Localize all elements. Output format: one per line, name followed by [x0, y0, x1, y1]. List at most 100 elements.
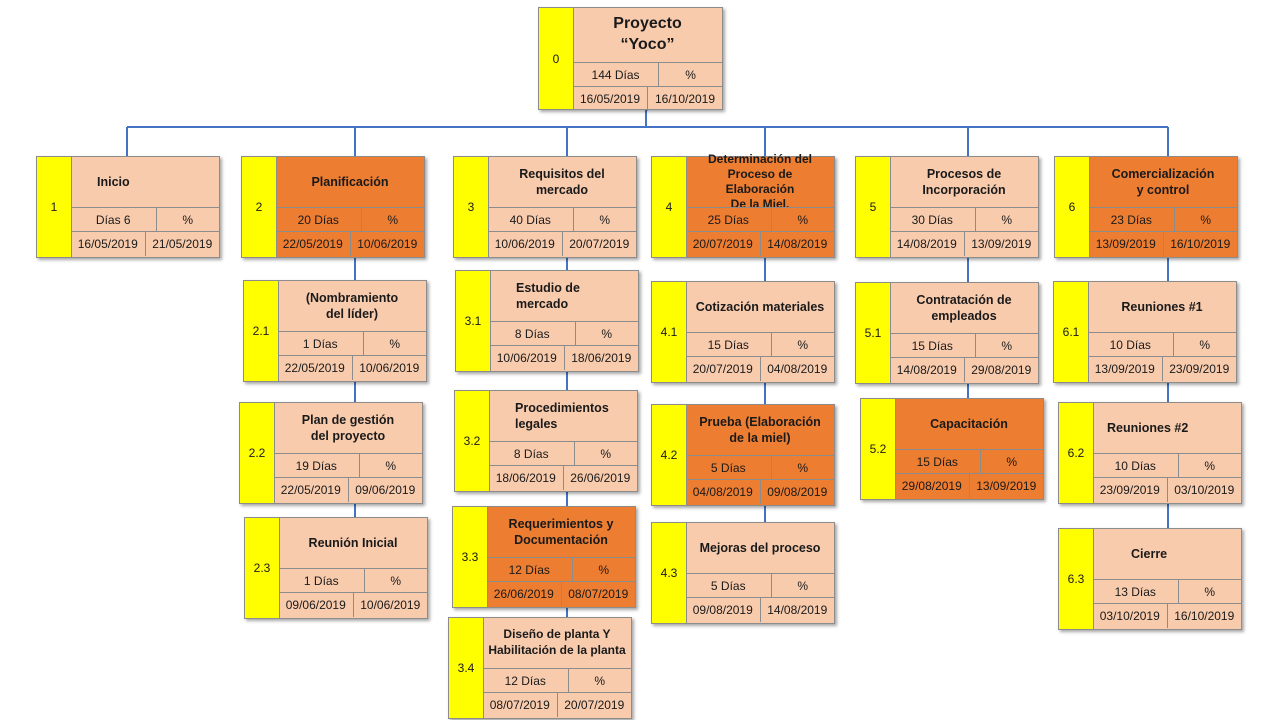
node-end-date: 09/06/2019: [347, 478, 423, 502]
wbs-node-root: 0 Proyecto “Yoco” 144 Días % 16/05/2019 …: [538, 7, 723, 111]
node-id: 1: [37, 157, 72, 257]
node-percent: %: [1177, 454, 1241, 478]
wbs-node-4-1: 4.1 Cotización materiales 15 Días% 20/07…: [651, 281, 835, 383]
node-start-date: 13/09/2019: [1094, 362, 1155, 376]
node-id: 2: [242, 157, 277, 257]
node-title: Determinación del Proceso de Elaboración…: [707, 152, 813, 211]
node-start-date: 26/06/2019: [493, 587, 554, 601]
node-percent: %: [658, 63, 722, 87]
node-percent: %: [358, 454, 422, 478]
node-title: Estudio de mercado: [516, 280, 580, 311]
node-id: 2.1: [244, 281, 279, 381]
node-start-date: 09/08/2019: [692, 603, 753, 617]
node-start-date: 13/09/2019: [1095, 237, 1156, 251]
node-duration: 40 Días: [509, 213, 551, 227]
wbs-node-4-3: 4.3 Mejoras del proceso 5 Días% 09/08/20…: [651, 522, 835, 624]
node-duration: 30 Días: [911, 213, 953, 227]
node-start-date: 03/10/2019: [1099, 609, 1160, 623]
node-title: Plan de gestión del proyecto: [301, 412, 395, 443]
node-duration: 1 Días: [302, 337, 338, 351]
node-end-date: 16/10/2019: [1166, 604, 1242, 628]
node-title: Proyecto “Yoco”: [613, 15, 682, 53]
node-start-date: 04/08/2019: [692, 485, 753, 499]
node-end-date: 13/09/2019: [968, 474, 1044, 498]
node-end-date: 20/07/2019: [556, 693, 632, 717]
node-id: 4.3: [652, 523, 687, 623]
node-id: 6.3: [1059, 529, 1094, 629]
node-duration: 19 Días: [295, 459, 337, 473]
node-end-date: 29/08/2019: [963, 358, 1039, 382]
node-title: Prueba (Elaboración de la miel): [699, 414, 821, 445]
node-start-date: 14/08/2019: [896, 237, 957, 251]
node-duration: 5 Días: [710, 461, 746, 475]
node-start-date: 22/05/2019: [282, 237, 343, 251]
node-duration: 25 Días: [707, 213, 749, 227]
node-start-date: 08/07/2019: [489, 698, 550, 712]
node-duration: 23 Días: [1110, 213, 1152, 227]
node-duration: 15 Días: [707, 338, 749, 352]
node-id: 5.1: [856, 283, 891, 383]
wbs-node-5-1: 5.1 Contratación de empleados 15 Días% 1…: [855, 282, 1039, 384]
node-title: Requisitos del mercado: [519, 166, 605, 197]
node-end-date: 03/10/2019: [1166, 478, 1242, 502]
node-id: 4.1: [652, 282, 687, 382]
node-duration: 1 Días: [303, 574, 339, 588]
node-title: Inicio: [97, 174, 130, 189]
node-percent: %: [363, 569, 427, 593]
node-end-date: 14/08/2019: [759, 232, 835, 256]
wbs-node-4-2: 4.2 Prueba (Elaboración de la miel) 5 Dí…: [651, 404, 835, 506]
wbs-node-3: 3 Requisitos del mercado 40 Días% 10/06/…: [453, 156, 637, 258]
wbs-node-2-1: 2.1 (Nombramiento del líder) 1 Días% 22/…: [243, 280, 427, 382]
node-start-date: 16/05/2019: [579, 92, 641, 106]
node-start-date: 20/07/2019: [692, 237, 753, 251]
node-end-date: 04/08/2019: [759, 357, 835, 381]
node-id: 4.2: [652, 405, 687, 505]
node-end-date: 08/07/2019: [560, 582, 636, 606]
node-id: 6.2: [1059, 403, 1094, 503]
node-percent: %: [1172, 333, 1236, 357]
node-percent: %: [770, 208, 834, 232]
node-duration: 12 Días: [508, 563, 550, 577]
wbs-node-3-2: 3.2 Procedimientos legales 8 Días% 18/06…: [454, 390, 638, 492]
node-title: Contratación de empleados: [916, 292, 1012, 323]
node-title: Mejoras del proceso: [699, 540, 821, 555]
node-id: 2.2: [240, 403, 275, 503]
node-percent: %: [974, 334, 1038, 358]
node-duration: 10 Días: [1109, 338, 1151, 352]
node-duration: Días 6: [95, 213, 131, 227]
wbs-node-3-3: 3.3 Requerimientos y Documentación 12 Dí…: [452, 506, 636, 608]
node-title: (Nombramiento del líder): [305, 290, 399, 321]
node-percent: %: [979, 450, 1043, 474]
node-end-date: 23/09/2019: [1161, 357, 1237, 381]
node-end-date: 16/10/2019: [647, 87, 722, 111]
node-title: Cotización materiales: [695, 299, 825, 314]
node-id: 3.4: [449, 618, 484, 718]
node-percent: %: [573, 442, 637, 466]
node-duration: 15 Días: [911, 339, 953, 353]
node-id: 5.2: [861, 399, 896, 499]
node-title: Capacitación: [930, 416, 1008, 431]
node-end-date: 18/06/2019: [563, 346, 639, 370]
wbs-node-3-4: 3.4 Diseño de planta Y Habilitación de l…: [448, 617, 632, 719]
wbs-node-2-2: 2.2 Plan de gestión del proyecto 19 Días…: [239, 402, 423, 504]
node-title: Diseño de planta Y Habilitación de la pl…: [488, 627, 626, 657]
node-start-date: 20/07/2019: [692, 362, 753, 376]
node-end-date: 10/06/2019: [349, 232, 425, 256]
node-end-date: 10/06/2019: [351, 356, 427, 380]
node-id: 2.3: [245, 518, 280, 618]
node-duration: 13 Días: [1114, 585, 1156, 599]
wbs-node-4: 4 Determinación del Proceso de Elaboraci…: [651, 152, 835, 258]
node-id: 4: [652, 157, 687, 257]
node-duration: 5 Días: [710, 579, 746, 593]
node-title: Procesos de Incorporación: [922, 166, 1006, 197]
node-start-date: 22/05/2019: [284, 361, 345, 375]
node-start-date: 16/05/2019: [77, 237, 138, 251]
node-title: Comercialización y control: [1111, 166, 1215, 197]
node-title: Requerimientos y Documentación: [508, 516, 614, 547]
